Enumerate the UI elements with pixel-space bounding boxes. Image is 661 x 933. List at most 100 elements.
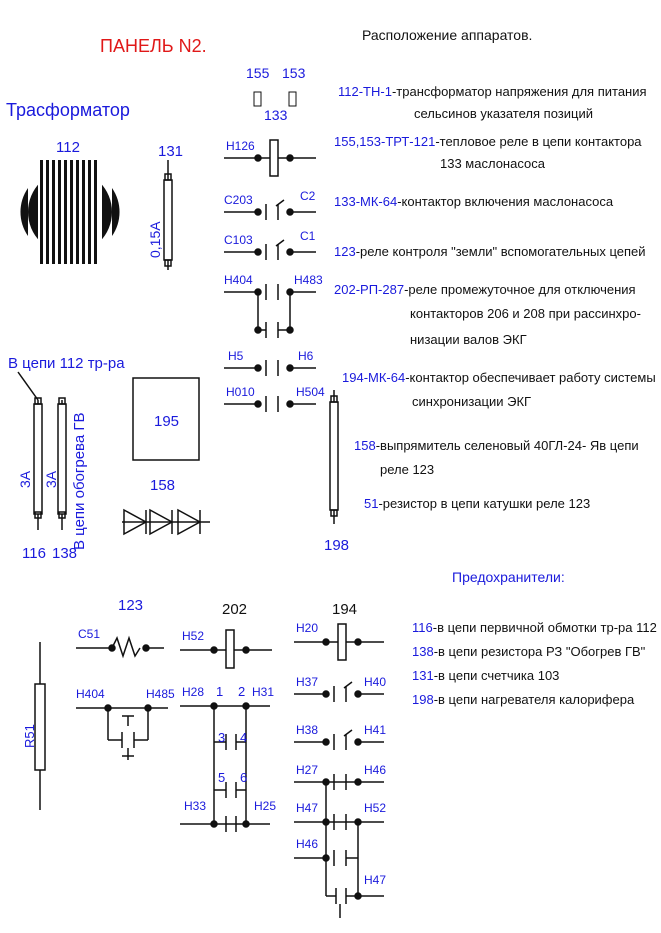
box195-symbol — [132, 377, 200, 461]
pin-2: 2 — [238, 684, 245, 699]
legend-155-code: 155,153-ТРТ-121 — [334, 134, 435, 149]
legend-112-cont: сельсинов указателя позиций — [414, 106, 593, 121]
fuses-left-symbol — [17, 371, 67, 530]
box195-num: 195 — [154, 413, 179, 430]
legend-133-text: -контактор включения маслонасоса — [397, 194, 614, 209]
legend-51-text: -резистор в цепи катушки реле 123 — [378, 496, 590, 511]
label-h47-b: Н47 — [364, 873, 386, 887]
relay153-symbol — [288, 91, 297, 107]
label-c103: С103 — [224, 233, 253, 247]
label-c2: С2 — [300, 189, 316, 203]
fuse-legend-116-text: -в цепи первичной обмотки тр-ра 112 — [433, 620, 657, 635]
relay194-contacts — [294, 681, 384, 918]
legend-158: 158-выпрямитель селеновый 40ГЛ-24- Яв це… — [354, 438, 639, 477]
legend-194-text: -контактор обеспечивает работу системы — [405, 370, 655, 385]
label-c51: С51 — [78, 627, 100, 641]
relay123-coil — [76, 635, 164, 659]
contact-c103-c1 — [224, 239, 316, 260]
label-h504: Н504 — [296, 385, 325, 399]
label-h25: Н25 — [254, 799, 276, 813]
rect158-symbol — [122, 508, 210, 536]
svg-text:158-выпрямитель селеновый 40ГЛ: 158-выпрямитель селеновый 40ГЛ-24- Яв це… — [354, 438, 639, 453]
relay123-num: 123 — [118, 597, 143, 614]
relay153-label: 153 — [282, 65, 306, 81]
contact-c203-c2 — [224, 199, 316, 220]
relay202-contacts — [180, 702, 270, 832]
relay133-num: 133 — [264, 107, 288, 123]
relay202-num: 202 — [222, 601, 247, 618]
r51-label: R51 — [22, 724, 37, 748]
fuse116-rating: 3А — [17, 470, 33, 488]
fuse-legend-131-text: -в цепи счетчика 103 — [434, 668, 560, 683]
label-h33: Н33 — [184, 799, 206, 813]
label-h485: Н485 — [146, 687, 175, 701]
relay155-symbol — [253, 91, 262, 107]
label-c1: С1 — [300, 229, 316, 243]
label-h37: Н37 — [296, 675, 318, 689]
label-h483: Н483 — [294, 273, 323, 287]
fuse-legend-198: 198-в цепи нагревателя калорифера — [412, 692, 635, 707]
contact-h010-h504 — [224, 396, 316, 412]
fuse-legend-116: 116-в цепи первичной обмотки тр-ра 112 — [412, 620, 657, 635]
legend-202: 202-РП-287-реле промежуточное для отключ… — [334, 282, 641, 347]
transformer-title: Трасформатор — [6, 100, 130, 120]
legend-155-cont: 133 маслонасоса — [440, 156, 546, 171]
svg-text:155,153-ТРТ-121-тепловое реле: 155,153-ТРТ-121-тепловое реле в цепи кон… — [334, 134, 642, 149]
label-c203: С203 — [224, 193, 253, 207]
legend-194-code: 194-МК-64 — [342, 370, 405, 385]
pin-5: 5 — [218, 770, 225, 785]
fuse-legend-138: 138-в цепи резистора РЗ "Обогрев ГВ" — [412, 644, 646, 659]
fuse-legend-138-text: -в цепи резистора РЗ "Обогрев ГВ" — [434, 644, 646, 659]
label-h27: Н27 — [296, 763, 318, 777]
label-h404-bottom: Н404 — [76, 687, 105, 701]
label-h6: Н6 — [298, 349, 314, 363]
label-h46-b: Н46 — [296, 837, 318, 851]
fuse-legend-131: 131-в цепи счетчика 103 — [412, 668, 559, 683]
fuse-legend-116-code: 116 — [412, 620, 433, 635]
pin-1: 1 — [216, 684, 223, 699]
transformer-symbol — [20, 158, 120, 266]
label-h28: Н28 — [182, 685, 204, 699]
fuses-left-label: В цепи 112 тр-ра — [8, 355, 125, 372]
fuse138-num: 138 — [52, 545, 77, 562]
label-h52-b: Н52 — [364, 801, 386, 815]
svg-text:194-МК-64-контактор обеспечива: 194-МК-64-контактор обеспечивает работу … — [342, 370, 656, 385]
label-h5: Н5 — [228, 349, 244, 363]
pin-4: 4 — [240, 730, 247, 745]
label-h20: Н20 — [296, 621, 318, 635]
legend-123: 123-реле контроля "земли" вспомогательны… — [334, 244, 646, 259]
fuse-legend-198-code: 198 — [412, 692, 434, 707]
legend-194: 194-МК-64-контактор обеспечивает работу … — [342, 370, 656, 409]
label-h404-top: Н404 — [224, 273, 253, 287]
pin-6: 6 — [240, 770, 247, 785]
legend-51: 51-резистор в цепи катушки реле 123 — [364, 496, 590, 511]
fuse198-symbol — [329, 390, 339, 524]
label-h31: Н31 — [252, 685, 274, 699]
fuse116-num: 116 — [22, 545, 46, 562]
fuse198-num: 198 — [324, 537, 349, 554]
legend-194-cont: синхронизации ЭКГ — [412, 394, 531, 409]
legend-133-code: 133-МК-64 — [334, 194, 397, 209]
label-h010: Н010 — [226, 385, 255, 399]
fuse131-rating: 0,15А — [147, 221, 163, 258]
legend-202-cont: контакторов 206 и 208 при рассинхро- — [410, 306, 641, 321]
legend-112-text: -трансформатор напряжения для питания — [392, 84, 647, 99]
fuses-title: Предохранители: — [452, 569, 565, 585]
legend-112-code: 112-ТН-1 — [338, 84, 392, 99]
legend-202-text: -реле промежуточное для отключения — [404, 282, 636, 297]
panel-title: ПАНЕЛЬ N2. — [100, 36, 207, 56]
label-h38: Н38 — [296, 723, 318, 737]
svg-text:112-ТН-1-трансформатор напряже: 112-ТН-1-трансформатор напряжения для пи… — [338, 84, 647, 99]
label-h47-a: Н47 — [296, 801, 318, 815]
label-h40: Н40 — [364, 675, 386, 689]
legend-112: 112-ТН-1-трансформатор напряжения для пи… — [338, 84, 647, 121]
contact-h5-h6 — [224, 360, 316, 376]
label-h52-a: Н52 — [182, 629, 204, 643]
legend-202-cont2: низации валов ЭКГ — [410, 332, 527, 347]
legend-123-code: 123 — [334, 244, 356, 259]
pin-3: 3 — [218, 730, 225, 745]
relay202-coil — [180, 629, 272, 669]
legend-155: 155,153-ТРТ-121-тепловое реле в цепи кон… — [334, 134, 642, 171]
label-h46-a: Н46 — [364, 763, 386, 777]
contact-h404-h483 — [224, 284, 316, 338]
